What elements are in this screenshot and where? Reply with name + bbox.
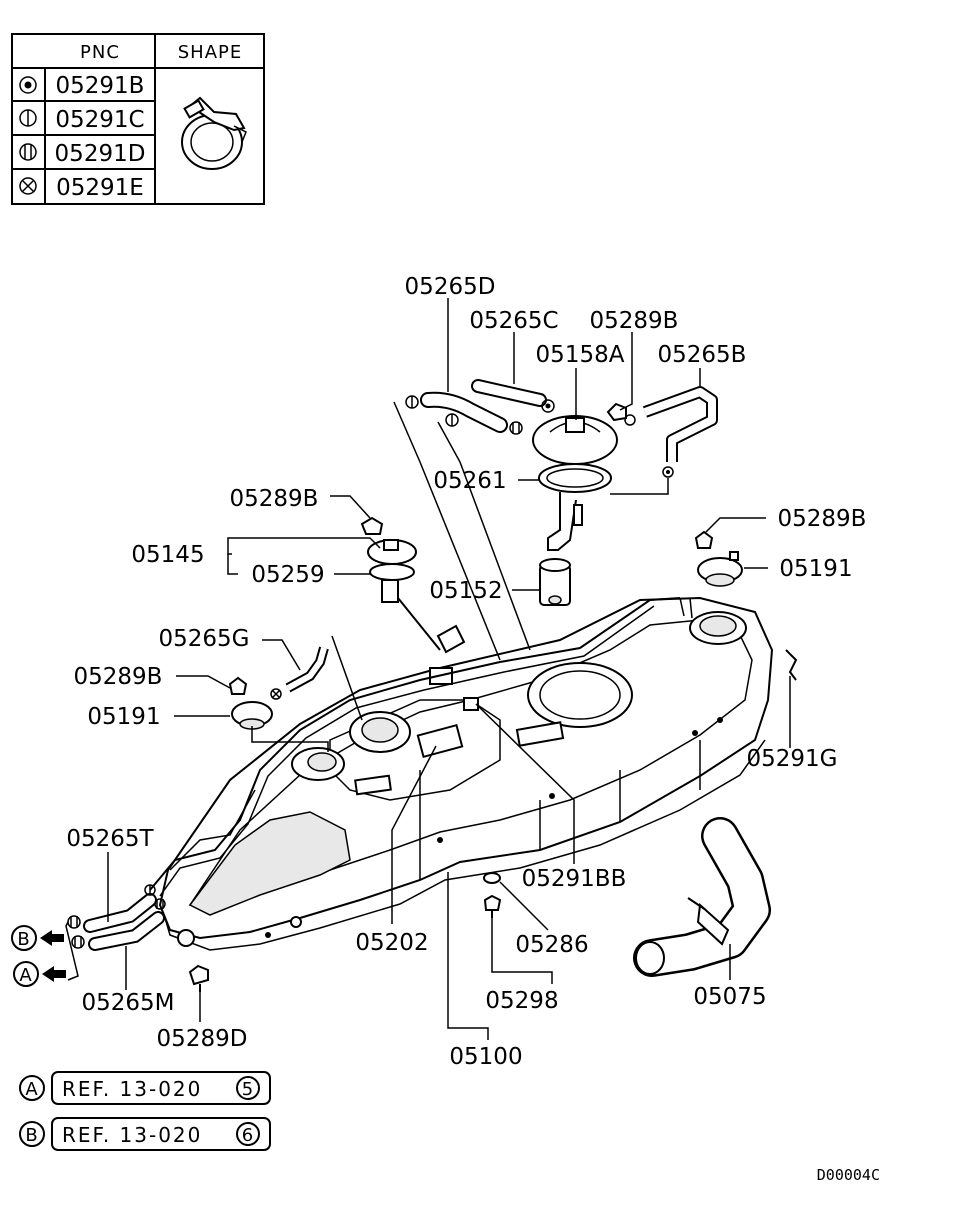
label-05265D: 05265D bbox=[405, 274, 496, 300]
label-05265B: 05265B bbox=[658, 342, 747, 368]
leader-lines bbox=[65, 298, 791, 1040]
label-05145: 05145 bbox=[131, 542, 204, 568]
label-05265G: 05265G bbox=[159, 626, 250, 652]
circle-two-bars-icon bbox=[19, 143, 37, 161]
arrow-left-icon bbox=[42, 966, 66, 982]
label-05152: 05152 bbox=[429, 578, 502, 604]
label-05265T: 05265T bbox=[66, 826, 154, 852]
label-05291G: 05291G bbox=[747, 746, 838, 772]
label-05289B-right: 05289B bbox=[778, 506, 867, 532]
drawing-code: D00004C bbox=[817, 1166, 880, 1184]
arrow-left-icon bbox=[40, 930, 64, 946]
pnc-header: PNC bbox=[80, 42, 120, 63]
label-05191-right: 05191 bbox=[779, 556, 852, 582]
label-05158A: 05158A bbox=[536, 342, 625, 368]
ref-a-text: REF. 13-020 bbox=[62, 1077, 202, 1101]
pnc-row-1: 05291B bbox=[56, 73, 145, 99]
vent-hoses bbox=[83, 379, 718, 951]
circle-cross-icon bbox=[19, 177, 37, 195]
ref-b-num: 6 bbox=[242, 1125, 254, 1146]
label-05289D: 05289D bbox=[157, 1026, 248, 1052]
hose-clamp-icon bbox=[181, 96, 247, 170]
filler-neck-hose bbox=[633, 817, 771, 977]
label-05261: 05261 bbox=[433, 468, 506, 494]
connector-marks: B A bbox=[11, 925, 66, 987]
label-05286: 05286 bbox=[515, 932, 588, 958]
label-05265C: 05265C bbox=[469, 308, 558, 334]
label-05265M: 05265M bbox=[81, 990, 174, 1016]
pnc-shape-table: PNC SHAPE 05291B 05291C 05291D 05291E bbox=[11, 33, 265, 205]
pnc-row-2: 05291C bbox=[55, 107, 144, 133]
pnc-row-4: 05291E bbox=[56, 175, 144, 201]
pnc-row-3: 05291D bbox=[55, 141, 146, 167]
label-05202: 05202 bbox=[355, 930, 428, 956]
ref-a-mark: A bbox=[25, 1079, 38, 1100]
ref-b-mark: B bbox=[25, 1125, 38, 1146]
ref-a-num: 5 bbox=[242, 1079, 254, 1100]
label-05298: 05298 bbox=[485, 988, 558, 1014]
label-05291BB: 05291BB bbox=[522, 866, 627, 892]
reference-legend: A REF. 13-020 5 B REF. 13-020 6 bbox=[19, 1071, 271, 1151]
fuel-tank-body bbox=[149, 596, 774, 951]
label-05289B-mid: 05289B bbox=[74, 664, 163, 690]
label-05075: 05075 bbox=[693, 984, 766, 1010]
fuel-pump-assembly bbox=[532, 415, 618, 606]
connector-a: A bbox=[19, 965, 32, 986]
shape-header: SHAPE bbox=[178, 42, 243, 63]
clamps-and-caps bbox=[67, 395, 798, 992]
label-05259: 05259 bbox=[251, 562, 324, 588]
part-labels: 05265D 05265C 05289B 05158A 05265B 05261… bbox=[66, 274, 866, 1070]
connector-b: B bbox=[17, 929, 30, 950]
ref-b-text: REF. 13-020 bbox=[62, 1123, 202, 1147]
label-05289B-top: 05289B bbox=[590, 308, 679, 334]
label-05289B-left: 05289B bbox=[230, 486, 319, 512]
double-circle-icon bbox=[19, 76, 37, 94]
label-05191-left: 05191 bbox=[87, 704, 160, 730]
circle-one-bar-icon bbox=[19, 109, 37, 127]
label-05100: 05100 bbox=[449, 1044, 522, 1070]
